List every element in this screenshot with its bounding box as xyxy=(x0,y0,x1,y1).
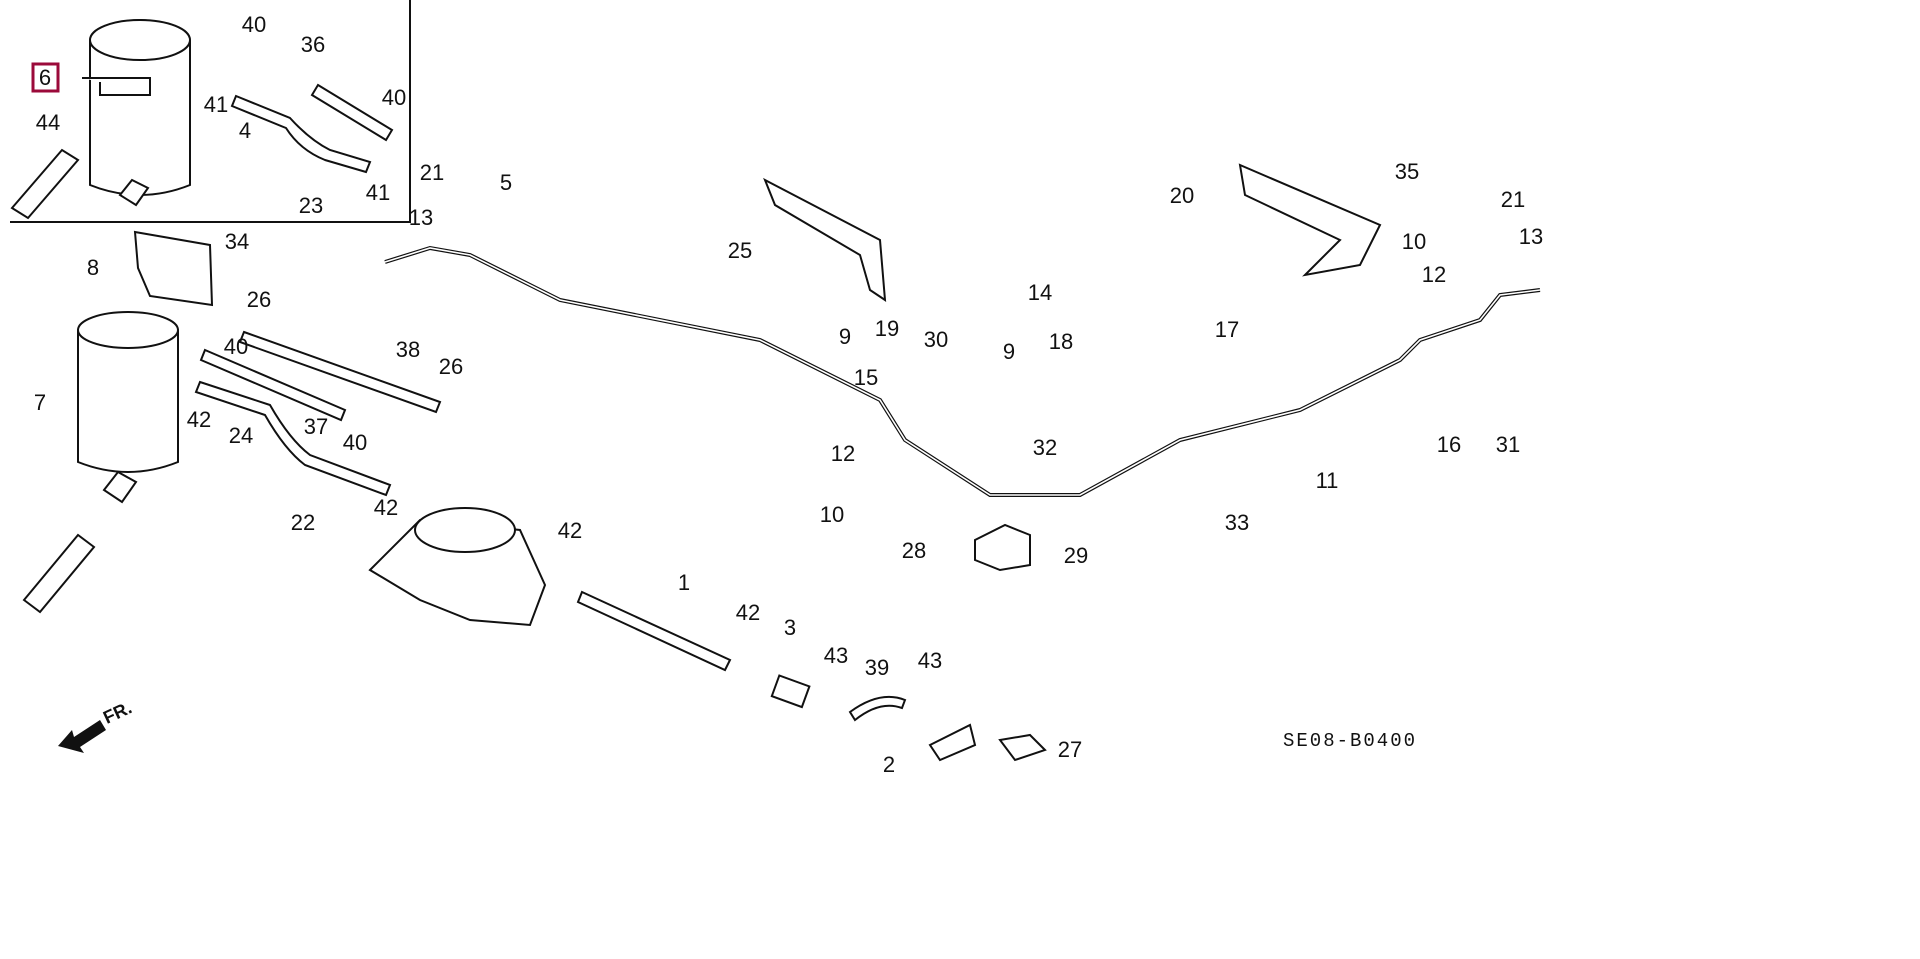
callout-22[interactable]: 22 xyxy=(291,510,315,535)
hose-38[interactable] xyxy=(238,330,442,414)
stay-19[interactable] xyxy=(763,177,887,302)
pipe-1[interactable] xyxy=(576,590,732,672)
callout-2[interactable]: 2 xyxy=(883,752,895,777)
callout-42[interactable]: 42 xyxy=(558,518,582,543)
canister-6[interactable] xyxy=(82,19,191,207)
callout-12[interactable]: 12 xyxy=(831,441,855,466)
bracket-8[interactable] xyxy=(133,230,214,307)
clip-27[interactable] xyxy=(998,733,1047,762)
hose-45[interactable] xyxy=(22,533,96,614)
hose-37[interactable] xyxy=(199,348,347,422)
callout-42[interactable]: 42 xyxy=(187,407,211,432)
callout-3[interactable]: 3 xyxy=(784,615,796,640)
hose-36[interactable] xyxy=(310,83,394,142)
callout-44[interactable]: 44 xyxy=(36,110,60,135)
callout-30[interactable]: 30 xyxy=(924,327,948,352)
callout-14[interactable]: 14 xyxy=(1028,280,1052,305)
callout-13[interactable]: 13 xyxy=(1519,224,1543,249)
callout-26[interactable]: 26 xyxy=(439,354,463,379)
callout-19[interactable]: 19 xyxy=(875,316,899,341)
callout-36[interactable]: 36 xyxy=(301,32,325,57)
callout-18[interactable]: 18 xyxy=(1049,329,1073,354)
callout-43[interactable]: 43 xyxy=(918,648,942,673)
callout-25[interactable]: 25 xyxy=(728,238,752,263)
callout-8[interactable]: 8 xyxy=(87,255,99,280)
callout-21[interactable]: 21 xyxy=(1501,187,1525,212)
callout-43[interactable]: 43 xyxy=(824,643,848,668)
callout-10[interactable]: 10 xyxy=(820,502,844,527)
callout-41[interactable]: 41 xyxy=(204,92,228,117)
callout-28[interactable]: 28 xyxy=(902,538,926,563)
callout-7[interactable]: 7 xyxy=(34,390,46,415)
callout-40[interactable]: 40 xyxy=(343,430,367,455)
callout-40[interactable]: 40 xyxy=(224,334,248,359)
hose-23[interactable] xyxy=(230,94,372,174)
callout-1[interactable]: 1 xyxy=(678,570,690,595)
bracket-2[interactable] xyxy=(928,723,977,762)
callout-31[interactable]: 31 xyxy=(1496,432,1520,457)
callout-24[interactable]: 24 xyxy=(229,423,253,448)
callout-4[interactable]: 4 xyxy=(239,118,251,143)
callout-34[interactable]: 34 xyxy=(225,229,249,254)
diagram-code: SE08-B0400 xyxy=(1283,730,1417,752)
callout-5[interactable]: 5 xyxy=(500,170,512,195)
callout-11[interactable]: 11 xyxy=(1316,468,1339,493)
clip-29[interactable] xyxy=(974,523,1031,572)
callout-37[interactable]: 37 xyxy=(304,414,328,439)
callout-32[interactable]: 32 xyxy=(1033,435,1057,460)
callout-9[interactable]: 9 xyxy=(839,324,851,349)
callout-41[interactable]: 41 xyxy=(366,180,390,205)
callout-23[interactable]: 23 xyxy=(299,193,323,218)
callout-12[interactable]: 12 xyxy=(1422,262,1446,287)
callout-40[interactable]: 40 xyxy=(242,12,266,37)
callout-42[interactable]: 42 xyxy=(374,495,398,520)
callout-29[interactable]: 29 xyxy=(1064,543,1088,568)
callout-16[interactable]: 16 xyxy=(1437,432,1461,457)
callout-15[interactable]: 15 xyxy=(854,365,878,390)
inset-frame xyxy=(10,0,411,223)
hose-44[interactable] xyxy=(10,148,80,220)
callout-17[interactable]: 17 xyxy=(1215,317,1239,342)
callout-27[interactable]: 27 xyxy=(1058,737,1082,762)
canister-7[interactable] xyxy=(77,311,179,504)
callout-35[interactable]: 35 xyxy=(1395,159,1419,184)
hose-24-22[interactable] xyxy=(194,380,392,497)
callout-33[interactable]: 33 xyxy=(1225,510,1249,535)
front-direction-arrow: FR. xyxy=(58,697,135,753)
hose-39[interactable] xyxy=(848,696,907,722)
callout-10[interactable]: 10 xyxy=(1402,229,1426,254)
callout-40[interactable]: 40 xyxy=(382,85,406,110)
throttle-body[interactable] xyxy=(368,507,547,627)
callout-26[interactable]: 26 xyxy=(247,287,271,312)
direction-label: FR. xyxy=(100,697,135,727)
highlight-box xyxy=(31,62,60,93)
filter-3[interactable] xyxy=(770,674,811,709)
main-line[interactable] xyxy=(384,245,1541,497)
callout-42[interactable]: 42 xyxy=(736,600,760,625)
callout-38[interactable]: 38 xyxy=(396,337,420,362)
callout-9[interactable]: 9 xyxy=(1003,339,1015,364)
callout-6[interactable]: 6 xyxy=(39,65,51,90)
protector-20[interactable] xyxy=(1238,163,1382,277)
callout-13[interactable]: 13 xyxy=(409,205,433,230)
callout-20[interactable]: 20 xyxy=(1170,183,1194,208)
callout-21[interactable]: 21 xyxy=(420,160,444,185)
callout-39[interactable]: 39 xyxy=(865,655,889,680)
